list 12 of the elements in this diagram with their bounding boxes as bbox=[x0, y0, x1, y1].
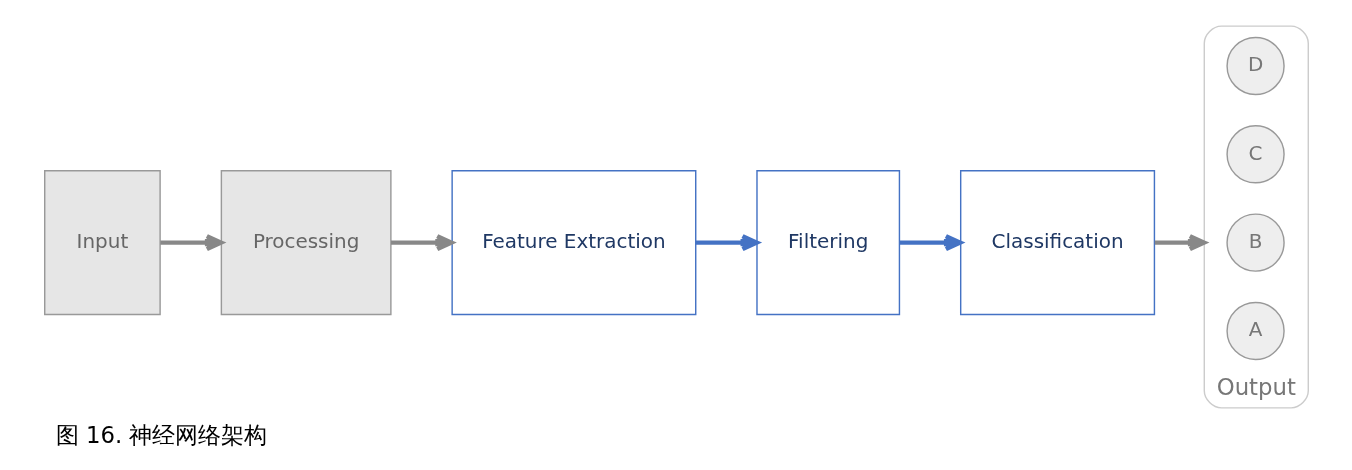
caption: 图 16. 神经网络架构 bbox=[55, 421, 267, 448]
node-circle: B bbox=[1225, 212, 1285, 272]
node-circle: C bbox=[1225, 124, 1285, 183]
arrow bbox=[390, 233, 454, 251]
arrow bbox=[695, 233, 759, 251]
node-circle: D bbox=[1225, 36, 1285, 95]
node-box: Filtering bbox=[755, 169, 900, 315]
node-box: Classification bbox=[959, 169, 1155, 315]
node-box: Input bbox=[43, 169, 161, 315]
node-box: Feature Extraction bbox=[450, 169, 696, 315]
node-circle: A bbox=[1225, 301, 1285, 360]
node-box: Processing bbox=[220, 169, 392, 315]
